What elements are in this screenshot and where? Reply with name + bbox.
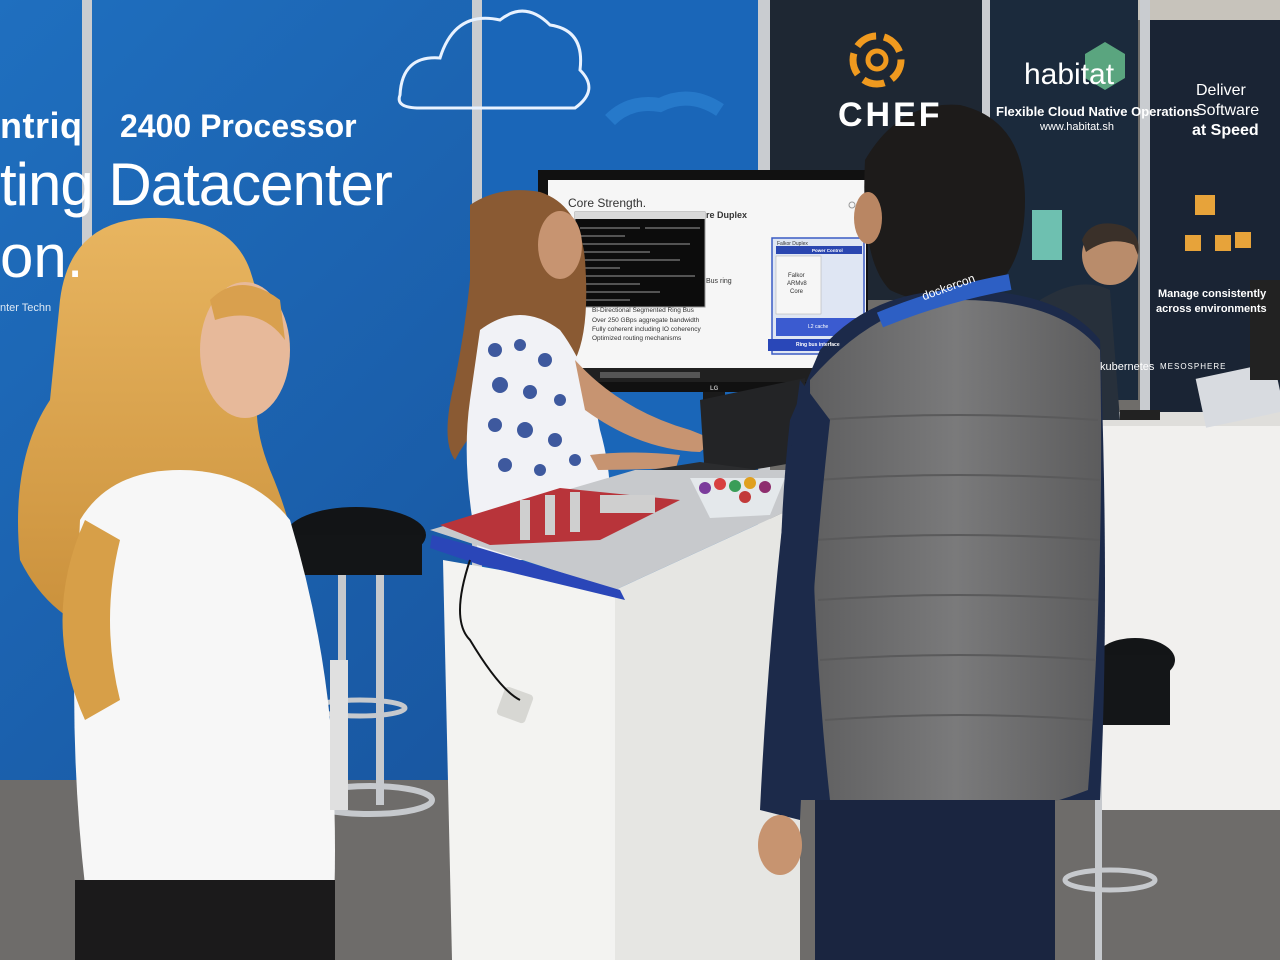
diagram-core-label: Falkor <box>788 273 805 279</box>
visitor-head <box>864 104 1025 302</box>
kubernetes-logo-text: kubernetes <box>1100 361 1155 373</box>
booth-headline-line3: on. <box>0 223 84 290</box>
white-counter <box>1100 420 1280 810</box>
monitor-brand-logo: LG <box>710 386 719 392</box>
mesosphere-logo-text: MESOSPHERE <box>1160 362 1227 371</box>
slide-title: Core Strength. <box>568 196 647 210</box>
chef-logo-ring <box>849 32 905 88</box>
woman-trousers <box>75 880 335 960</box>
habitat-wordmark: habitat <box>1024 58 1115 91</box>
diagram-ring-label: Ring bus interface <box>796 342 840 348</box>
slide-bullet: Bi-Directional Segmented Ring Bus <box>592 307 694 314</box>
booth-small-text: nter Techn <box>0 302 52 314</box>
deliver-text-2: Software <box>1196 102 1260 119</box>
demo-table-body <box>443 560 615 960</box>
manage-text-2: across environments <box>1156 303 1267 315</box>
deliver-text-1: Deliver <box>1196 82 1246 99</box>
deliver-text-3: at Speed <box>1192 122 1259 139</box>
booth-pole <box>1140 0 1150 430</box>
slide-bullet: Over 250 GBps aggregate bandwidth <box>592 317 700 324</box>
woman-shirt <box>74 470 335 960</box>
booth-processor-text: 2400 Processor <box>120 108 357 144</box>
chef-wordmark: CHEF <box>838 96 943 134</box>
visitor-arm <box>760 380 830 820</box>
visitor-trousers <box>815 800 1055 960</box>
manage-text-1: Manage consistently <box>1158 288 1267 300</box>
habitat-url: www.habitat.sh <box>1040 121 1114 133</box>
slide-bus-label: Bus ring <box>706 278 732 285</box>
slide-subtitle: re Duplex <box>706 210 748 220</box>
cloud-graphic <box>397 9 591 110</box>
taskbar <box>548 368 866 382</box>
diagram-power-label: Power Control <box>812 248 843 253</box>
booth-model-text: ntriq <box>0 105 83 146</box>
woman-badge <box>330 660 348 810</box>
booth-headline-line2: ting Datacenter <box>0 151 393 218</box>
presenter-face <box>538 211 582 279</box>
habitat-icon <box>1032 210 1062 260</box>
slide-bullet: Fully coherent including IO coherency <box>592 326 701 333</box>
visitor-lanyard <box>876 274 1012 328</box>
habitat-logo <box>1085 42 1125 90</box>
presenter-arm <box>575 360 715 452</box>
diagram-core-label: ARMv8 <box>787 281 807 287</box>
visitor-hand <box>758 815 802 875</box>
laptop <box>700 378 810 478</box>
visitor-vest <box>810 300 1102 818</box>
diagram-title: Falkor Duplex <box>777 241 808 247</box>
diagram-core-label: Core <box>790 289 804 295</box>
habitat-tagline: Flexible Cloud Native Operations <box>996 104 1200 119</box>
diagram-cache-label: L2 cache <box>808 324 829 330</box>
slide-bullet: Optimized routing mechanisms <box>592 335 682 342</box>
